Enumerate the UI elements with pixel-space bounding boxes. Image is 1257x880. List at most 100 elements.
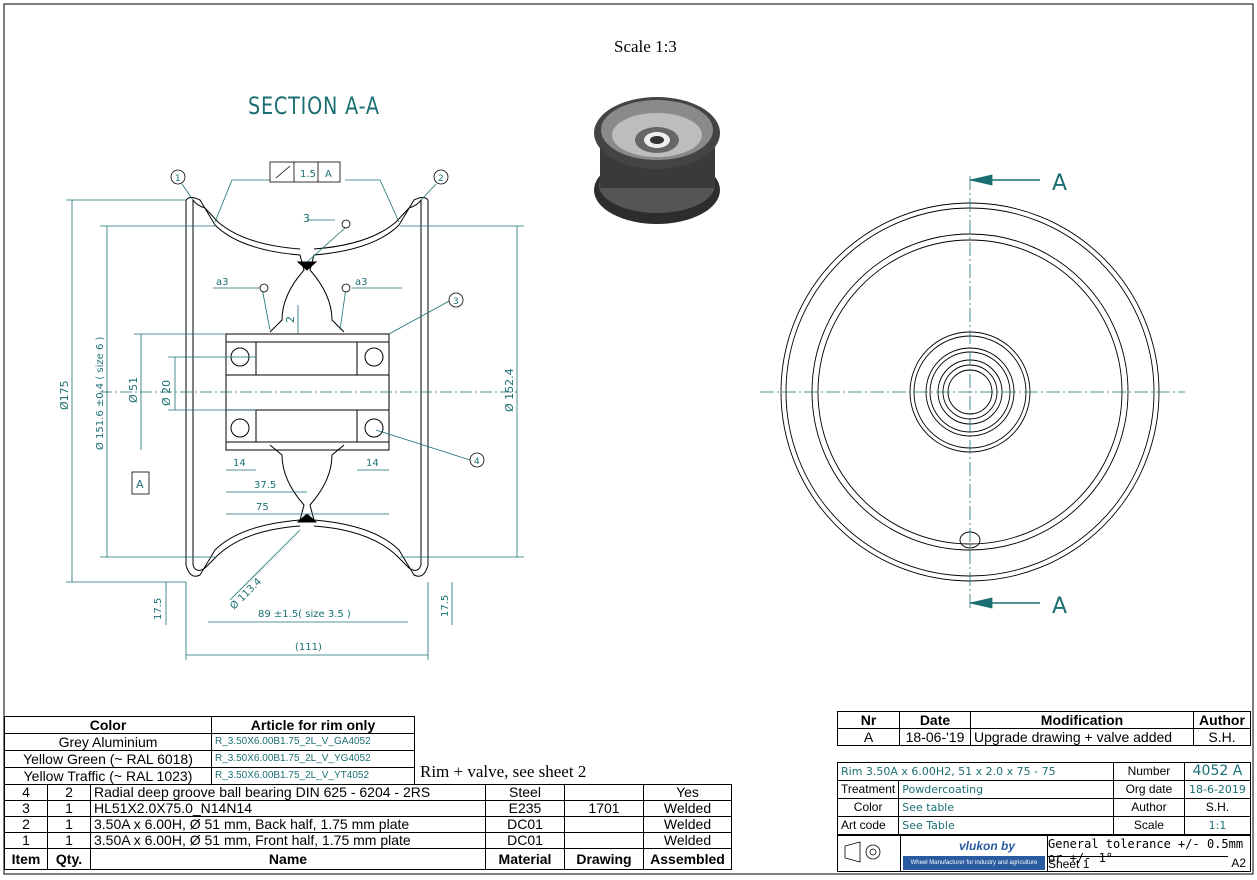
table-row: 1 1 3.50A x 6.00H, Ø 51 mm, Front half, … [4, 832, 732, 849]
sheet-size: A2 [1231, 856, 1246, 870]
datum-a: A [136, 478, 144, 491]
item-cell: 1 [4, 832, 48, 849]
weld-3: 3 [303, 212, 310, 225]
color-cell: Yellow Green (~ RAL 6018) [4, 750, 212, 768]
balloons [170, 169, 485, 468]
dim-d1516: Ø 151.6 ±0.4 ( size 6 ) [94, 336, 106, 450]
treatment-label: Treatment [836, 780, 900, 799]
dim-d20: Ø 20 [160, 380, 173, 406]
item-cell: 2 [4, 816, 48, 833]
info-table: Rim 3.50A x 6.00H2, 51 x 2.0 x 75 - 75 N… [836, 762, 1252, 835]
assembled-cell: Welded [643, 800, 732, 817]
table-row: Grey Aluminium R_3.50X6.00B1.75_2L_V_GA4… [4, 733, 415, 751]
author-header: Author [1193, 711, 1251, 729]
a3-left: a3 [216, 277, 229, 288]
balloon-3: 3 [453, 297, 459, 307]
logo-text: vlukon by [959, 839, 1016, 853]
dim-2: 2 [284, 316, 297, 323]
material-cell: E235 [485, 800, 565, 817]
color-header: Color [4, 716, 212, 734]
color-table: Color Article for rim only Grey Aluminiu… [4, 716, 415, 785]
assembled-cell: Welded [643, 832, 732, 849]
artcode-label: Art code [836, 816, 900, 835]
modification-cell: Upgrade drawing + valve added [970, 728, 1194, 746]
balloon-1: 1 [175, 174, 181, 184]
material-cell: DC01 [485, 832, 565, 849]
material-cell: Steel [485, 784, 565, 801]
article-header: Article for rim only [211, 716, 415, 734]
number-label: Number [1112, 762, 1185, 781]
logo-subtitle: Wheel Manufacturer for industry and agri… [903, 856, 1045, 870]
table-row: Yellow Green (~ RAL 6018) R_3.50X6.00B1.… [4, 750, 415, 768]
dim-d1524: Ø 152.4 [503, 368, 516, 412]
name-cell: Radial deep groove ball bearing DIN 625 … [90, 784, 486, 801]
treatment-value: Powdercoating [898, 780, 1114, 799]
orgdate-label: Org date [1112, 780, 1185, 799]
qty-cell: 1 [47, 832, 91, 849]
qty-header: Qty. [47, 848, 91, 870]
drawing-title: Rim 3.50A x 6.00H2, 51 x 2.0 x 75 - 75 [837, 762, 1114, 781]
balloon-2: 2 [438, 174, 444, 184]
section-view [185, 197, 429, 577]
dimension-lines [66, 179, 524, 660]
title-block-logo [844, 841, 881, 863]
material-cell: DC01 [485, 816, 565, 833]
drawing-cell: 1701 [564, 800, 644, 817]
balloon-4: 4 [474, 457, 480, 467]
name-cell: HL51X2.0X75.0_N14N14 [90, 800, 486, 817]
section-marker-top: A [1052, 171, 1067, 196]
date-cell: 18-06-'19 [899, 728, 971, 746]
table-row: Treatment Powdercoating Org date 18-6-20… [836, 780, 1252, 799]
artcode-value: See Table [898, 816, 1114, 835]
date-header: Date [899, 711, 971, 729]
table-row: Art code See Table Scale 1:1 [836, 816, 1252, 835]
section-title: SECTION A-A [248, 92, 380, 120]
section-marker-bottom: A [1052, 594, 1067, 619]
table-row: 2 1 3.50A x 6.00H, Ø 51 mm, Back half, 1… [4, 816, 732, 833]
article-cell: R_3.50X6.00B1.75_2L_V_YG4052 [211, 750, 415, 768]
author-label: Author [1112, 798, 1185, 817]
drawing-header: Drawing [564, 848, 644, 870]
dim-175-right: 17.5 [440, 595, 451, 617]
qty-cell: 1 [47, 816, 91, 833]
dim-14-left: 14 [233, 458, 246, 469]
author-cell: S.H. [1193, 728, 1251, 746]
modification-table: Nr Date Modification Author A 18-06-'19 … [837, 711, 1251, 746]
scale-value: 1:1 [1183, 816, 1252, 835]
name-cell: 3.50A x 6.00H, Ø 51 mm, Back half, 1.75 … [90, 816, 486, 833]
sheet-name: Sheet 1 [1048, 856, 1228, 871]
rim-note: Rim + valve, see sheet 2 [420, 762, 587, 781]
assembled-cell: Yes [643, 784, 732, 801]
drawing-cell [564, 784, 644, 801]
assembled-cell: Welded [643, 816, 732, 833]
drawing-cell [564, 816, 644, 833]
table-row: Color See table Author S.H. [836, 798, 1252, 817]
title-block-footer: vlukon by Wheel Manufacturer for industr… [837, 835, 1251, 872]
dim-75: 75 [256, 502, 269, 513]
table-row: A 18-06-'19 Upgrade drawing + valve adde… [837, 728, 1251, 746]
general-tolerance: General tolerance +/- 0.5mm or +/- 1° [1048, 837, 1244, 865]
parts-table: 4 2 Radial deep groove ball bearing DIN … [4, 784, 732, 870]
parts-header-row: Item Qty. Name Material Drawing Assemble… [4, 848, 732, 870]
orgdate-value: 18-6-2019 [1183, 780, 1252, 799]
dim-175-left: 17.5 [153, 598, 164, 620]
assembled-header: Assembled [643, 848, 732, 870]
drawing-cell [564, 832, 644, 849]
a3-right: a3 [355, 277, 368, 288]
table-row: 4 2 Radial deep groove ball bearing DIN … [4, 784, 732, 801]
table-row: Rim 3.50A x 6.00H2, 51 x 2.0 x 75 - 75 N… [837, 762, 1252, 781]
tol-value: 1.5 [300, 169, 316, 180]
tol-ref: A [325, 169, 332, 180]
item-cell: 3 [4, 800, 48, 817]
dim-14-right: 14 [366, 458, 379, 469]
color-cell: Grey Aluminium [4, 733, 212, 751]
material-header: Material [485, 848, 565, 870]
nr-cell: A [837, 728, 900, 746]
name-header: Name [90, 848, 486, 870]
iso-view [594, 97, 720, 224]
table-row: 3 1 HL51X2.0X75.0_N14N14 E235 1701 Welde… [4, 800, 732, 817]
qty-cell: 2 [47, 784, 91, 801]
tolerance-frame [131, 161, 341, 495]
article-cell: R_3.50X6.00B1.75_2L_V_GA4052 [211, 733, 415, 751]
